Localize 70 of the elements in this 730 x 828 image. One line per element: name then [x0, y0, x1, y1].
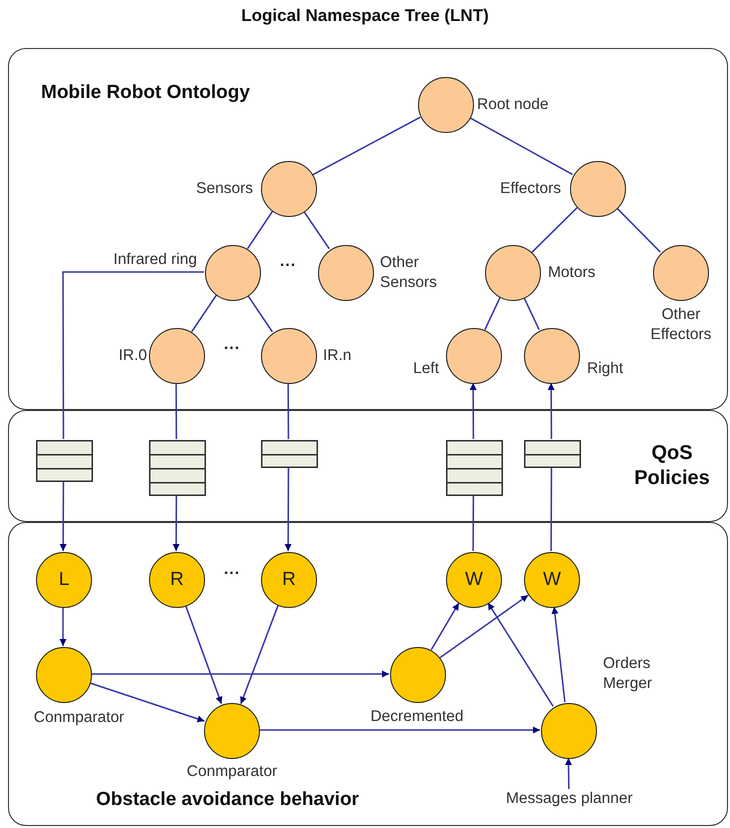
queue-icon	[446, 440, 503, 496]
circle-node	[418, 77, 474, 133]
arrow	[172, 495, 180, 551]
ellipsis-mark: ...	[224, 561, 240, 579]
connector-line	[523, 297, 540, 330]
node-caption: Other Effectors	[650, 304, 712, 345]
connector-line	[469, 116, 573, 176]
connector-line	[303, 210, 330, 250]
arrow	[184, 605, 222, 704]
diagram-title: Logical Namespace Tree (LNT)	[240, 6, 490, 26]
arrow	[551, 606, 566, 702]
connector-line	[550, 467, 552, 551]
arrow	[487, 602, 554, 707]
queue-icon	[524, 440, 581, 468]
node-caption: Left	[413, 358, 439, 379]
node-caption: Sensors	[196, 178, 253, 199]
node-caption: Root node	[477, 94, 549, 115]
section-heading: Mobile Robot Ontology	[41, 82, 250, 104]
arrow	[240, 604, 279, 704]
node-caption: Motors	[548, 262, 596, 283]
node-caption: Other Sensors	[380, 252, 438, 293]
section-panel	[8, 410, 728, 522]
connector-line	[247, 294, 273, 332]
arrow	[60, 607, 66, 646]
connector-line	[62, 271, 204, 439]
connector-line	[531, 207, 578, 253]
section-panel	[8, 48, 728, 410]
connector-line	[246, 210, 274, 250]
node-caption: IR.0	[118, 346, 147, 366]
ellipsis-mark: ...	[280, 253, 296, 271]
queue-icon	[261, 440, 318, 468]
circle-node	[485, 245, 541, 301]
section-heading: QoS Policies	[633, 441, 711, 491]
node-caption: Decremented	[370, 706, 464, 727]
node-label: W	[465, 569, 483, 591]
node-caption: Effectors	[500, 178, 561, 199]
connector-line	[484, 297, 501, 330]
arrow	[548, 383, 555, 439]
arrow	[259, 726, 540, 734]
arrow	[284, 467, 292, 551]
arrow	[430, 602, 460, 650]
connector-line	[312, 116, 421, 176]
input-label: Messages planner	[506, 790, 634, 810]
connector-line	[616, 207, 661, 253]
circle-node	[570, 161, 626, 217]
connector-line	[191, 294, 217, 332]
node-caption: Conmparator	[186, 762, 278, 782]
arrow	[60, 481, 67, 551]
node-caption: Orders Merger	[603, 654, 654, 694]
arrow	[91, 670, 389, 678]
arrow	[565, 758, 572, 790]
section-heading: Obstacle avoidance behavior	[96, 789, 359, 811]
node-label: W	[543, 569, 561, 591]
node-label: R	[170, 569, 184, 591]
arrow	[89, 682, 205, 722]
connector-line	[175, 383, 178, 439]
queue-icon	[36, 440, 93, 482]
node-caption: Conmparator	[34, 708, 124, 728]
connector-line	[287, 383, 290, 439]
node-label: L	[58, 569, 70, 591]
queue-icon	[149, 440, 206, 496]
connector-line	[472, 495, 474, 551]
ellipsis-mark: ...	[224, 336, 240, 354]
node-caption: Infrared ring	[113, 250, 197, 270]
arrow	[470, 383, 477, 439]
node-caption: IR.n	[323, 346, 352, 366]
arrow	[439, 594, 529, 658]
node-caption: Right	[587, 358, 624, 379]
node-label: R	[282, 569, 296, 591]
section-panel	[8, 522, 728, 826]
